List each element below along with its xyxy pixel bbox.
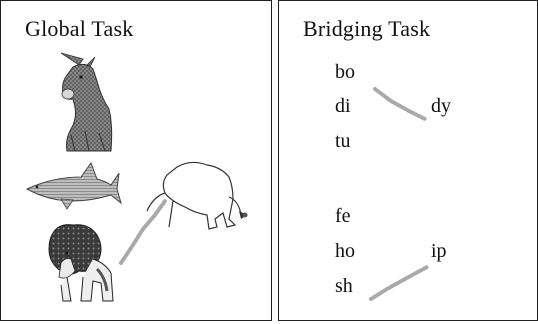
global-task-title: Global Task [25, 16, 134, 41]
global-task-pictures [25, 52, 248, 302]
bridging-task-title: Bridging Task [303, 16, 431, 41]
shark-picture[interactable] [25, 161, 122, 210]
syllable-ho[interactable]: ho [335, 240, 355, 262]
connecting-line-sh-ip [369, 265, 429, 301]
global-task-panel: Global Task [0, 0, 272, 321]
lioness-picture[interactable] [146, 161, 248, 230]
syllable-dy[interactable]: dy [431, 95, 451, 117]
syllable-di[interactable]: di [335, 95, 351, 117]
lion-picture[interactable] [48, 224, 114, 302]
syllable-ip[interactable]: ip [431, 240, 447, 262]
bridging-task-panel: Bridging Task bo di tu dy fe ho sh ip [278, 0, 538, 321]
syllable-sh[interactable]: sh [335, 275, 353, 297]
bridging-lines [369, 87, 429, 301]
connecting-line-global [119, 199, 167, 265]
connecting-line-di-dy [373, 87, 427, 121]
syllable-fe[interactable]: fe [335, 205, 351, 227]
syllable-bo[interactable]: bo [335, 61, 355, 83]
donkey-picture[interactable] [60, 52, 113, 152]
syllable-tu[interactable]: tu [335, 130, 351, 152]
